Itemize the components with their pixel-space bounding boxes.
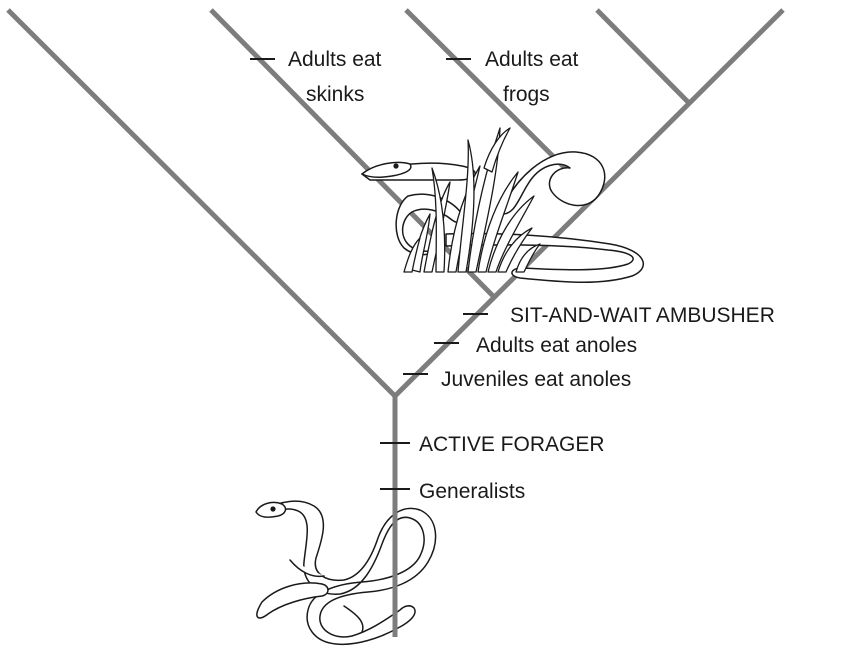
character-ticks [250, 59, 488, 489]
coiled-snake-illustration [256, 501, 436, 644]
label-juveniles-eat-anoles: Juveniles eat anoles [441, 368, 631, 391]
label-frogs-line2: frogs [503, 83, 550, 106]
label-frogs-line1: Adults eat [485, 48, 579, 71]
label-skinks-line2: skinks [306, 83, 364, 106]
label-active-forager: ACTIVE FORAGER [419, 433, 605, 456]
label-sit-and-wait-ambusher: SIT-AND-WAIT AMBUSHER [510, 304, 775, 327]
label-generalists: Generalists [419, 480, 525, 503]
grass-snake-illustration [362, 128, 643, 282]
label-skinks-line1: Adults eat [288, 48, 382, 71]
terminal-branch-right [597, 10, 689, 103]
label-adults-eat-anoles: Adults eat anoles [476, 334, 637, 357]
